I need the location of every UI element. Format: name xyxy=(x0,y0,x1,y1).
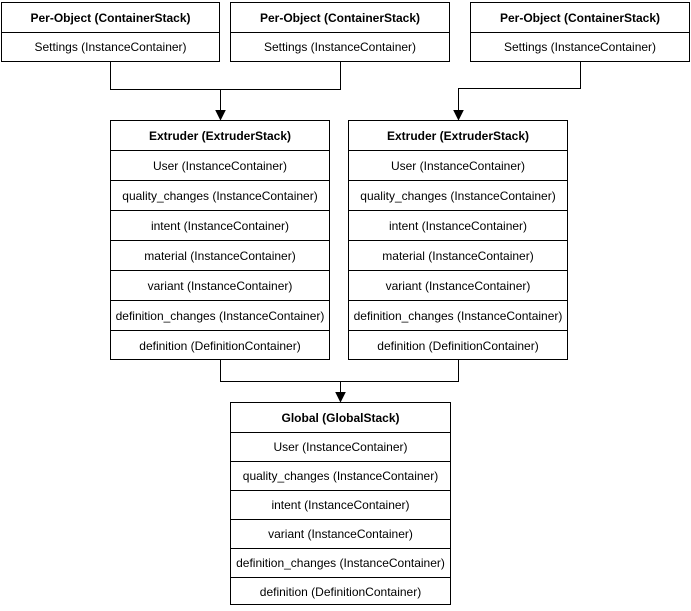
container-row: variant (InstanceContainer) xyxy=(111,270,329,300)
container-row: User (InstanceContainer) xyxy=(231,432,450,461)
edge-extruders-join xyxy=(220,360,459,382)
stack-title: Per-Object (ContainerStack) xyxy=(259,10,421,25)
container-row: User (InstanceContainer) xyxy=(111,150,329,180)
container-row: material (InstanceContainer) xyxy=(349,240,567,270)
container-row: intent (InstanceContainer) xyxy=(111,210,329,240)
container-row: quality_changes (InstanceContainer) xyxy=(111,180,329,210)
arrowhead-extruder2-icon xyxy=(453,110,464,121)
stack-title: Per-Object (ContainerStack) xyxy=(499,10,661,25)
stack-title: Per-Object (ContainerStack) xyxy=(30,10,191,25)
container-row: definition_changes (InstanceContainer) xyxy=(231,548,450,577)
edge-perobject12-join xyxy=(110,62,341,90)
container-row: Settings (InstanceContainer) xyxy=(471,32,689,61)
container-row: Settings (InstanceContainer) xyxy=(2,32,219,61)
container-row: definition_changes (InstanceContainer) xyxy=(349,300,567,330)
container-row: quality_changes (InstanceContainer) xyxy=(349,180,567,210)
container-row: variant (InstanceContainer) xyxy=(231,519,450,548)
container-row: definition (DefinitionContainer) xyxy=(349,330,567,360)
arrowhead-extruder1-icon xyxy=(215,110,226,121)
stack-title: Extruder (ExtruderStack) xyxy=(386,128,530,143)
stack-global: Global (GlobalStack) User (InstanceConta… xyxy=(230,402,451,605)
container-row: Settings (InstanceContainer) xyxy=(231,32,449,61)
arrowhead-global-icon xyxy=(335,392,346,403)
container-row: User (InstanceContainer) xyxy=(349,150,567,180)
container-row: definition_changes (InstanceContainer) xyxy=(111,300,329,330)
stack-title: Extruder (ExtruderStack) xyxy=(148,128,292,143)
stack-per-object-3: Per-Object (ContainerStack) Settings (In… xyxy=(470,2,690,62)
stack-title: Global (GlobalStack) xyxy=(281,410,400,425)
stack-per-object-2: Per-Object (ContainerStack) Settings (In… xyxy=(230,2,450,62)
stack-extruder-2: Extruder (ExtruderStack) User (InstanceC… xyxy=(348,120,568,360)
container-row: definition (DefinitionContainer) xyxy=(231,577,450,606)
container-row: intent (InstanceContainer) xyxy=(349,210,567,240)
stack-extruder-1: Extruder (ExtruderStack) User (InstanceC… xyxy=(110,120,330,360)
container-row: definition (DefinitionContainer) xyxy=(111,330,329,360)
stack-per-object-1: Per-Object (ContainerStack) Settings (In… xyxy=(1,2,220,62)
container-row: intent (InstanceContainer) xyxy=(231,490,450,519)
container-row: material (InstanceContainer) xyxy=(111,240,329,270)
container-row: quality_changes (InstanceContainer) xyxy=(231,461,450,490)
edge-perobject3-extruder2 xyxy=(458,62,581,111)
container-row: variant (InstanceContainer) xyxy=(349,270,567,300)
